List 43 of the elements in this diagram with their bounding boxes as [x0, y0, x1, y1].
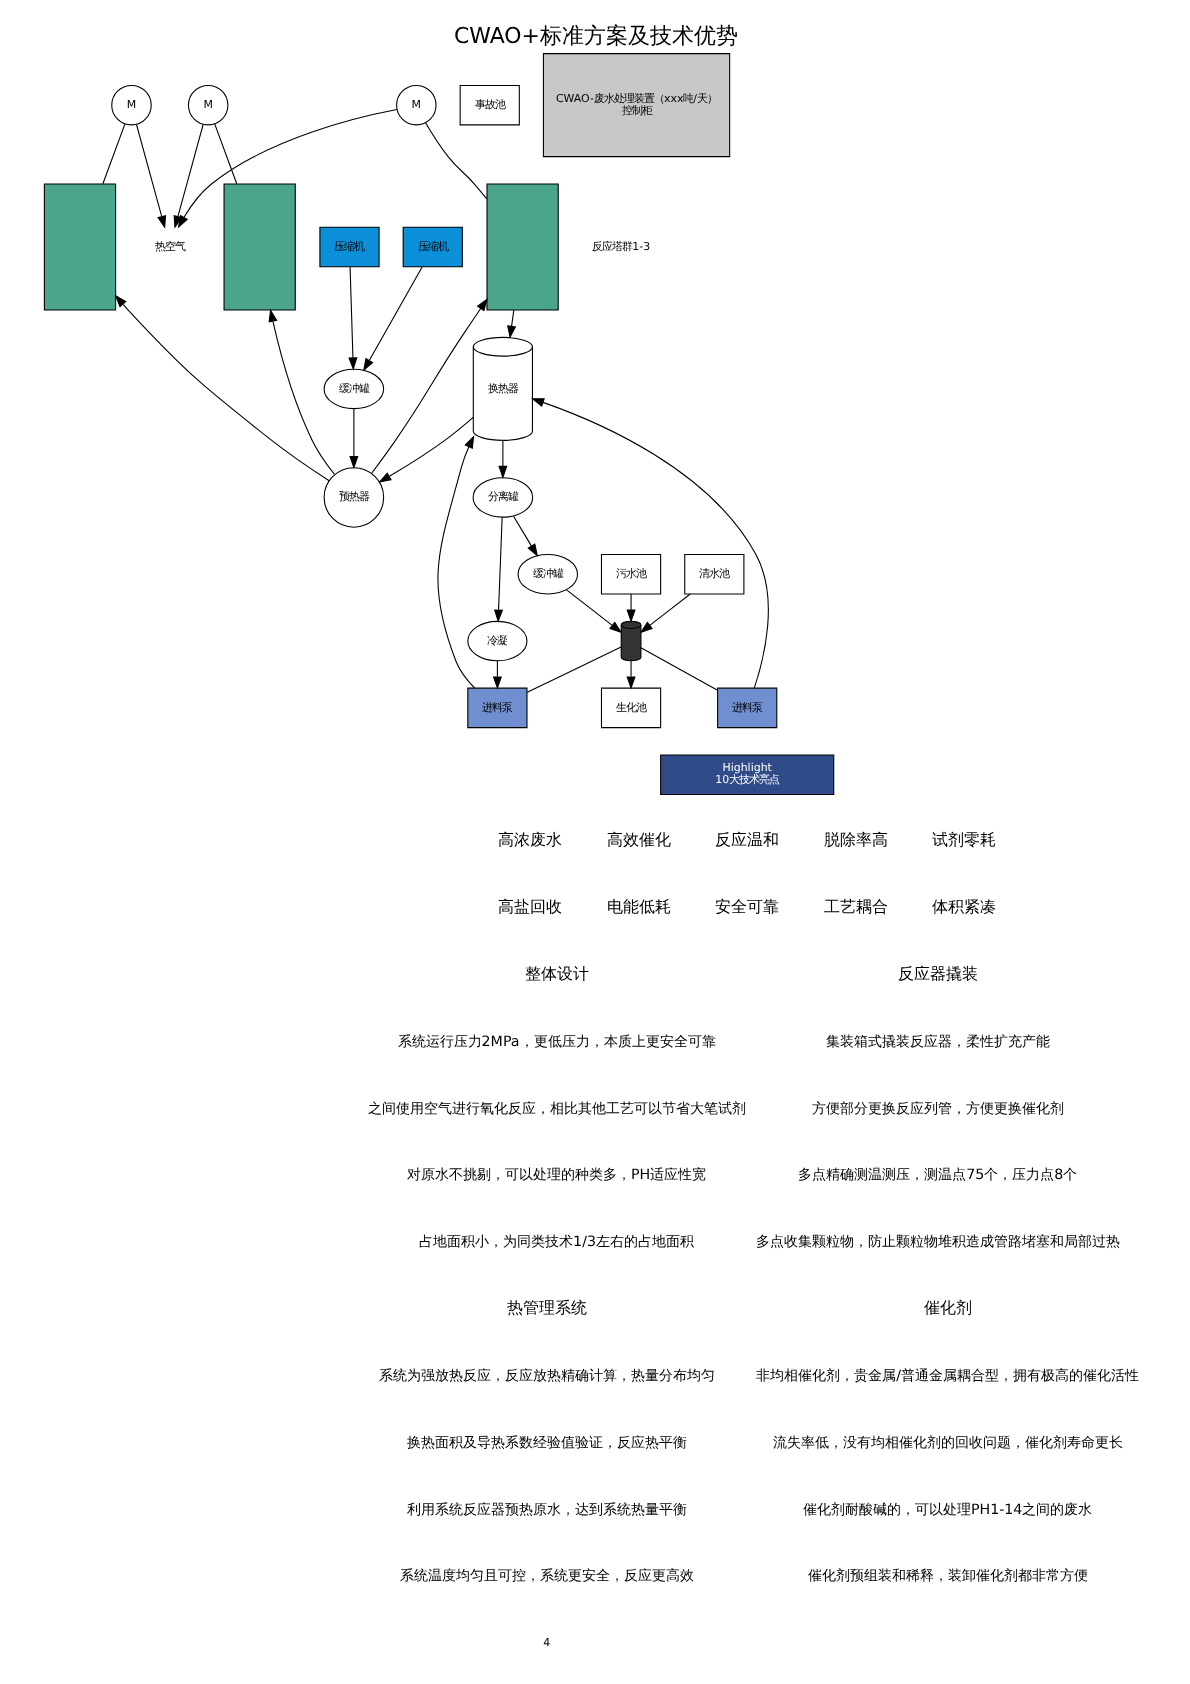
arrow [511, 515, 538, 557]
arrow [347, 266, 357, 371]
label: 电能低耗 [605, 898, 670, 917]
label: 反应器撬装 [896, 965, 977, 984]
arrow [564, 589, 622, 634]
connector [639, 647, 718, 691]
connector [213, 123, 237, 185]
arrow [134, 123, 166, 229]
arrow [625, 660, 635, 690]
label: 脱除率高 [822, 831, 887, 850]
label: 安全可靠 [714, 898, 779, 917]
node-box [42, 183, 116, 311]
label: 体积紧凑 [931, 898, 996, 917]
label: 整体设计 [523, 965, 588, 984]
label: 催化剂 [922, 1299, 971, 1318]
label: 反应温和 [714, 831, 779, 850]
diagram-title: CWAO+标准方案及技术优势 [453, 22, 737, 49]
connector [424, 122, 487, 200]
arrow [362, 266, 422, 372]
arrow [176, 109, 397, 229]
connector [525, 646, 621, 693]
arrow [172, 123, 203, 229]
node-box [222, 183, 295, 311]
arrow [348, 408, 358, 470]
arrow [625, 593, 635, 623]
arrow [529, 398, 768, 689]
arrow [377, 416, 473, 483]
arrow [370, 298, 487, 474]
label: 热管理系统 [505, 1299, 586, 1318]
arrow [113, 294, 329, 482]
label: 高效催化 [605, 831, 670, 850]
arrow [492, 516, 503, 623]
label: 高盐回收 [497, 898, 562, 917]
label: 工艺耦合 [822, 898, 887, 917]
node-box [485, 183, 558, 311]
arrow [506, 309, 516, 339]
arrow [436, 435, 475, 689]
label: 高浓废水 [497, 831, 562, 850]
connector [101, 123, 125, 185]
arrow [638, 593, 690, 634]
arrow [267, 308, 334, 475]
arrow [497, 440, 507, 479]
label: 试剂零耗 [931, 831, 996, 850]
